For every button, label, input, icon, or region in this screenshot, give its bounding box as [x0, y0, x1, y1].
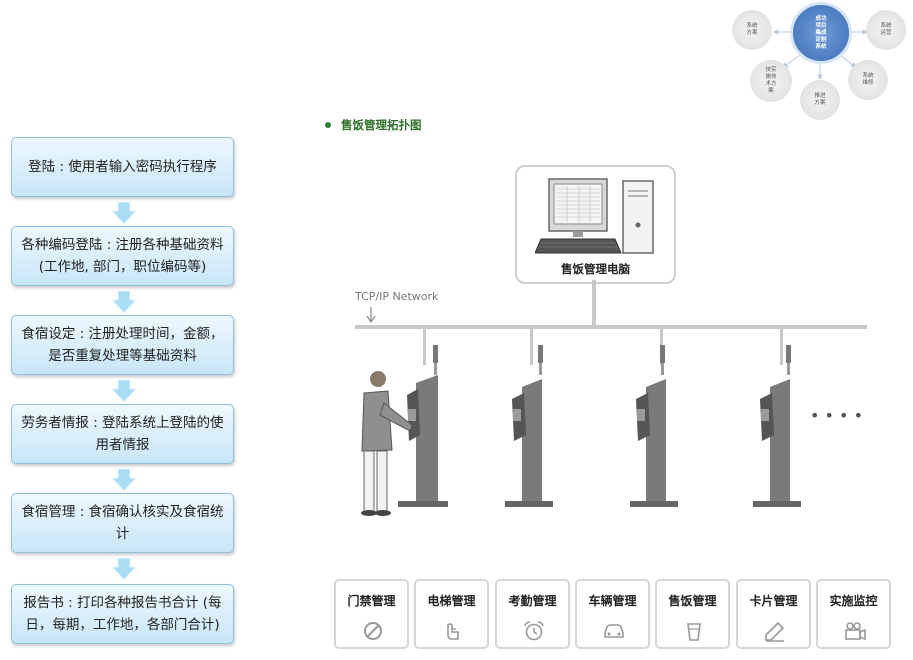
- more-terminals-dots: • • • •: [810, 406, 863, 425]
- solution-mini-diagram: 成功 项目 集成 定制 系统 系统 方案 系统 运营 技实 施技 术方 案 系统…: [730, 0, 913, 125]
- car-icon: [604, 624, 624, 638]
- meal-terminal: [505, 345, 553, 507]
- flow-arrow-icon: [112, 558, 136, 580]
- flow-arrow-icon: [112, 202, 136, 224]
- module-vehicle[interactable]: 车辆管理: [575, 579, 650, 649]
- topology-title: 售饭管理拓扑图: [325, 117, 422, 133]
- mini-node: 系统 方案: [732, 10, 772, 50]
- flow-step-login: 登陆 : 使用者输入密码执行程序: [11, 137, 234, 197]
- flow-step-label: 登陆 : 使用者输入密码执行程序: [28, 159, 217, 175]
- flow-arrow-icon: [112, 291, 136, 313]
- bullet-icon: [325, 122, 331, 128]
- flow-step-meal-settings: 食宿设定 : 注册处理时间，金额，是否重复处理等基础资料: [11, 315, 234, 375]
- module-attendance[interactable]: 考勤管理: [495, 579, 570, 649]
- card-pen-icon: [765, 621, 785, 642]
- flow-step-report: 报告书 : 打印各种报告书合计 (每日，每期，工作地，各部门合计): [11, 584, 234, 644]
- flow-arrow-icon: [112, 469, 136, 491]
- user-person-icon: [361, 371, 413, 516]
- pc-uplink: [592, 280, 596, 326]
- flow-step-label: 各种编码登陆 : 注册各种基础资料 (工作地, 部门，职位编码等): [21, 237, 224, 275]
- meal-terminal: [630, 345, 678, 507]
- meal-terminal: [753, 345, 801, 507]
- flow-step-code-register: 各种编码登陆 : 注册各种基础资料 (工作地, 部门，职位编码等): [11, 226, 234, 286]
- mini-node: 技实 施技 术方 案: [750, 60, 792, 102]
- mini-node: 系统 运营: [866, 10, 906, 50]
- network-arrow-icon: [366, 307, 376, 324]
- flow-step-meal-management: 食宿管理 : 食宿确认核实及食宿统计: [11, 493, 234, 553]
- flow-step-label: 食宿设定 : 注册处理时间，金额，是否重复处理等基础资料: [21, 326, 224, 364]
- alarm-clock-icon: [524, 621, 544, 641]
- no-entry-icon: [364, 622, 382, 640]
- module-elevator[interactable]: 电梯管理: [414, 579, 489, 649]
- elevator-hand-icon: [447, 623, 459, 640]
- camera-icon: [845, 622, 866, 641]
- flow-step-label: 食宿管理 : 食宿确认核实及食宿统计: [21, 504, 224, 542]
- network-topology: • • • •: [355, 280, 867, 516]
- flow-step-label: 劳务者情报 : 登陆系统上登陆的使用者情报: [21, 415, 224, 453]
- management-pc: 售饭管理电脑: [515, 165, 676, 284]
- flow-step-worker-info: 劳务者情报 : 登陆系统上登陆的使用者情报: [11, 404, 234, 464]
- cup-icon: [687, 623, 701, 641]
- desktop-computer-icon: [535, 178, 654, 254]
- module-monitoring[interactable]: 实施监控: [816, 579, 891, 649]
- mini-center-node: 成功 项目 集成 定制 系统: [790, 2, 852, 64]
- mini-node: 推进 方案: [800, 80, 840, 120]
- meal-terminal: [398, 345, 448, 507]
- flow-step-label: 报告书 : 打印各种报告书合计 (每日，每期，工作地，各部门合计): [23, 595, 222, 633]
- network-backbone: [355, 325, 867, 329]
- pc-label: 售饭管理电脑: [561, 262, 630, 276]
- mini-node: 系统 维修: [848, 60, 888, 100]
- network-label: TCP/IP Network: [355, 290, 439, 303]
- module-meal[interactable]: 售饭管理: [655, 579, 730, 649]
- flow-arrow-icon: [112, 380, 136, 402]
- module-access-control[interactable]: 门禁管理: [334, 579, 409, 649]
- module-card[interactable]: 卡片管理: [736, 579, 811, 649]
